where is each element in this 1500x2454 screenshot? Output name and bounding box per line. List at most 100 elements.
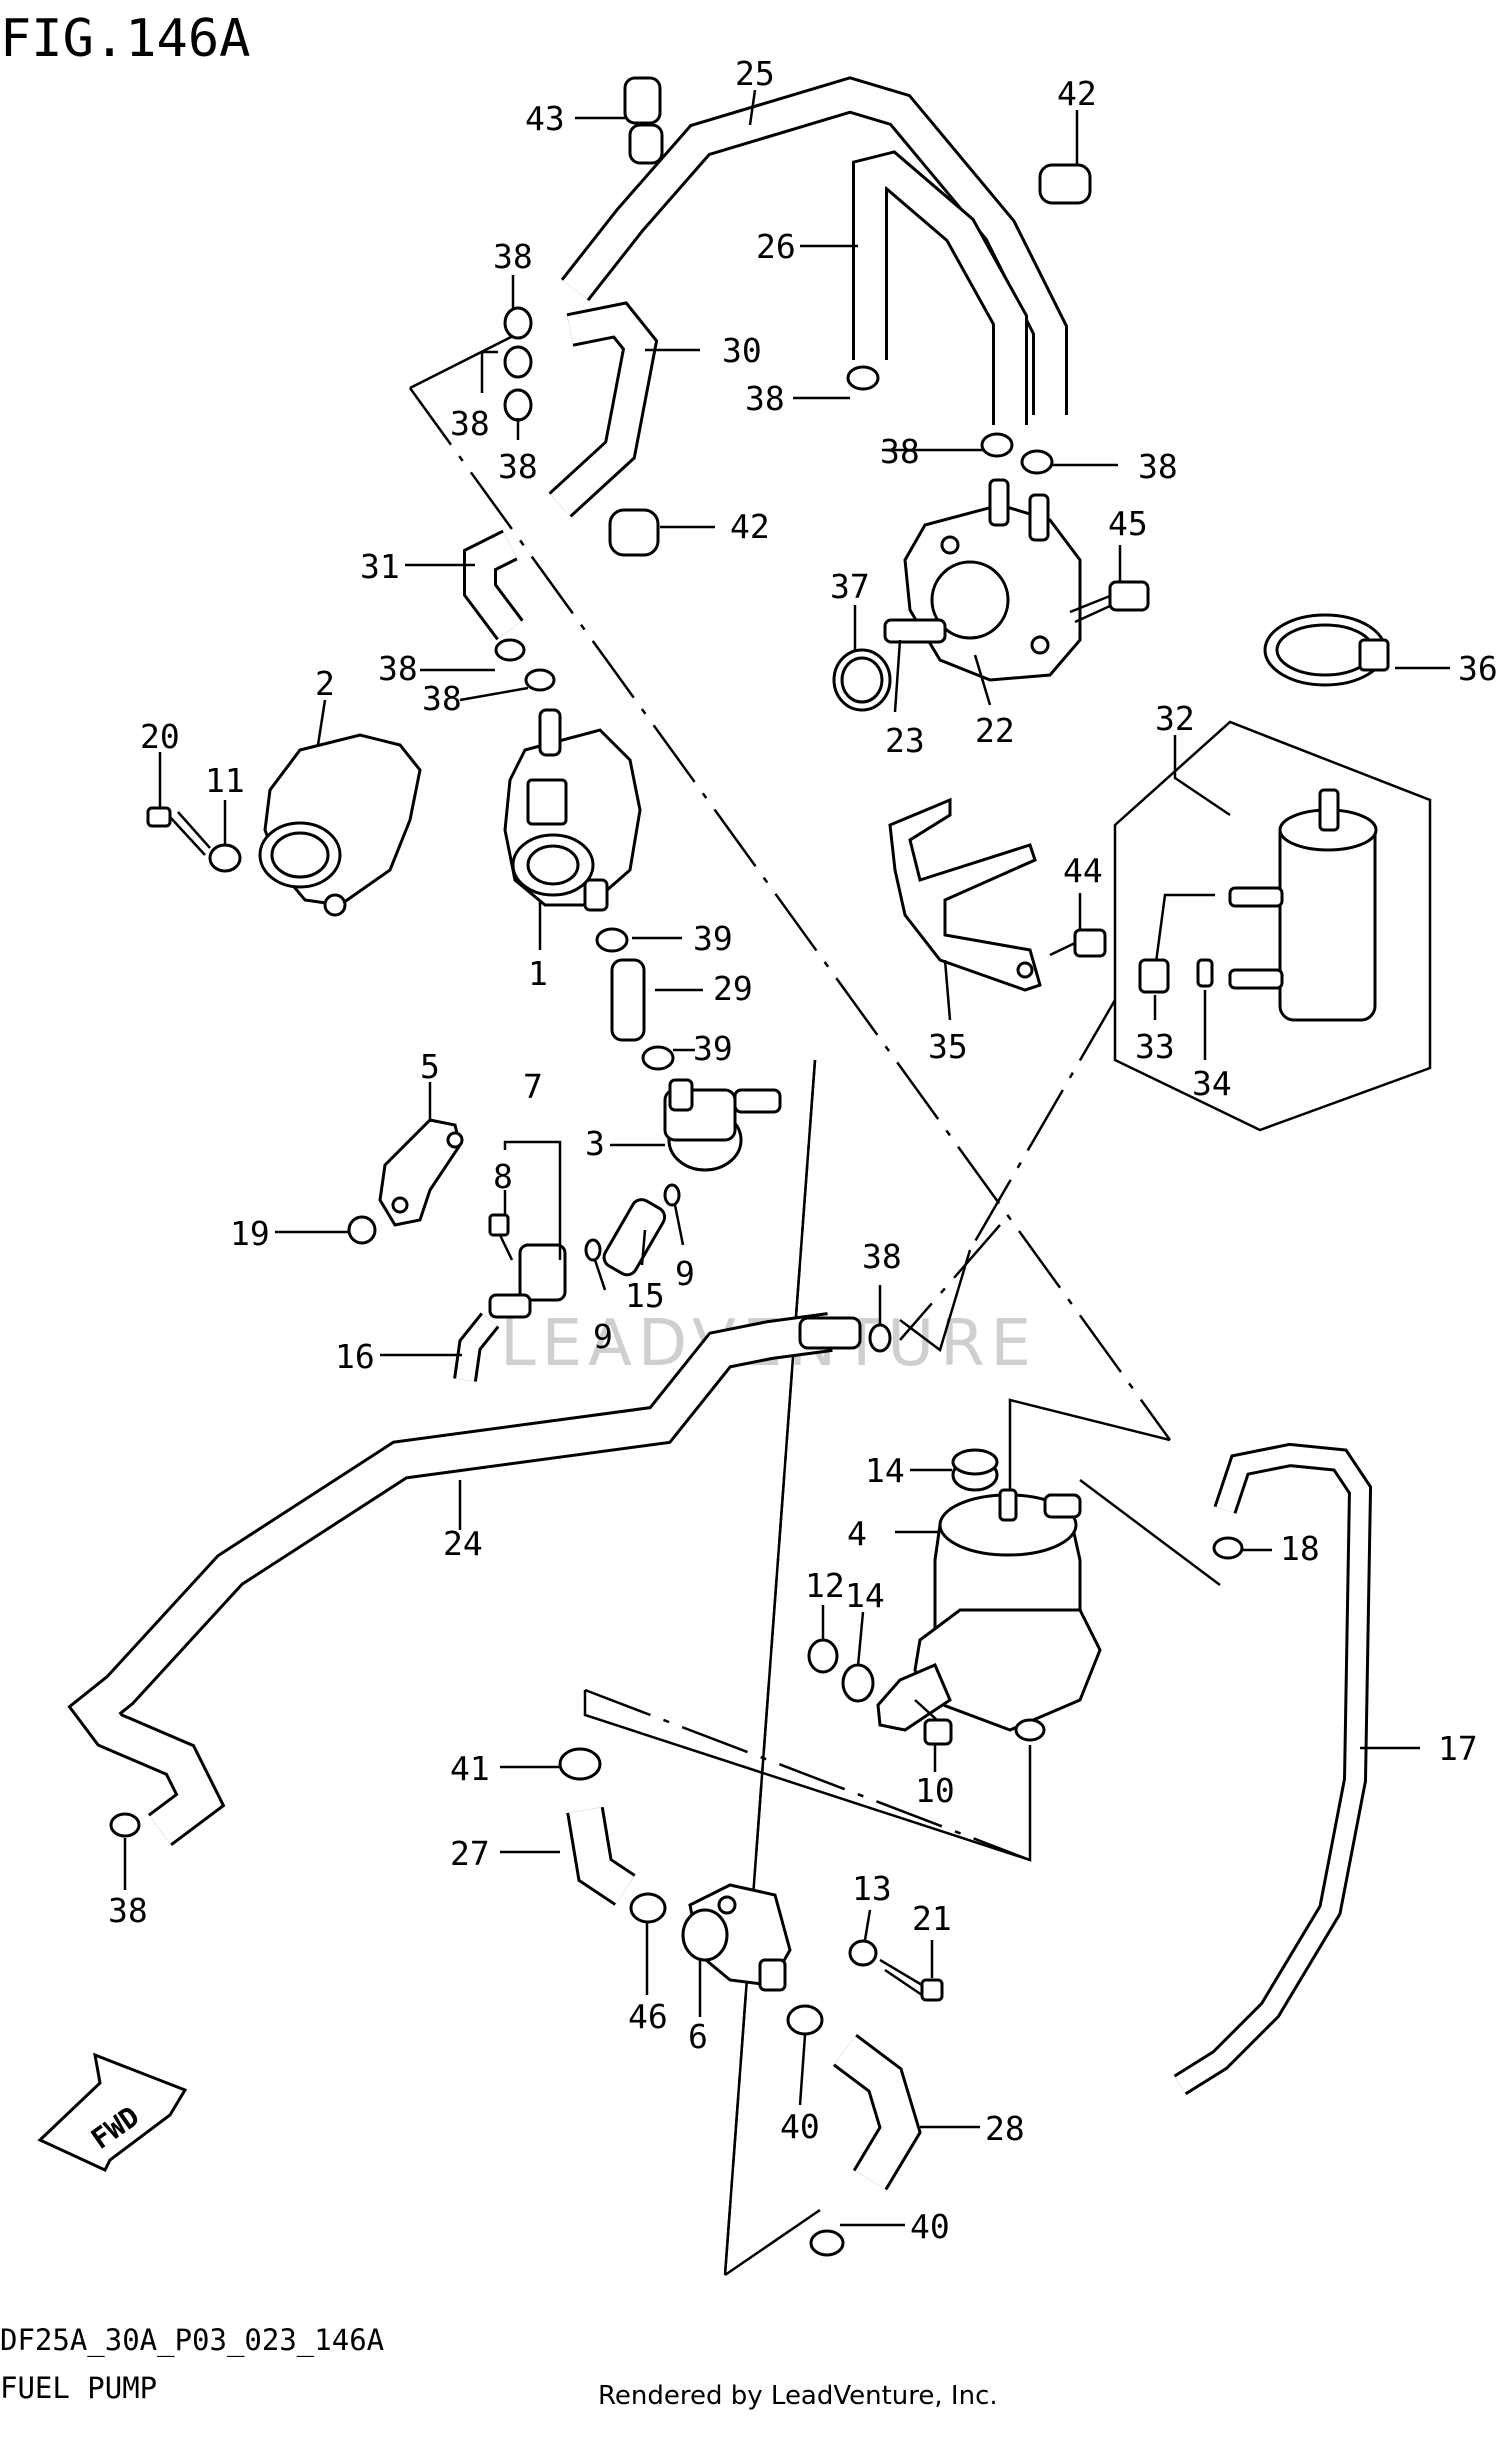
joint-7 (488, 1243, 567, 1319)
bolt-44 (1049, 928, 1107, 958)
bracket-5 (378, 1118, 464, 1227)
bolt-45 (1069, 580, 1150, 624)
thermostat-cover-2 (258, 733, 422, 917)
drawing-code: DF25A_30A_P03_023_146A (0, 2323, 384, 2358)
hose-28 (833, 2034, 922, 2191)
callout-3: 3 (585, 1124, 605, 1163)
bolt-21 (879, 1958, 944, 2002)
hose-17 (1173, 1442, 1373, 2096)
hose-clip-43 (623, 76, 664, 165)
fuel-filter-32 (1153, 788, 1378, 1022)
fwd-arrow: FWD (37, 2052, 188, 2172)
callout-35: 35 (928, 1027, 968, 1066)
screw-8 (488, 1213, 514, 1261)
callout-5: 5 (420, 1047, 440, 1086)
callout-10: 10 (915, 1771, 955, 1810)
callout-37: 37 (830, 567, 870, 606)
callout-19: 19 (230, 1214, 270, 1253)
callout-24: 24 (443, 1524, 483, 1563)
screw-19 (347, 1215, 377, 1245)
callout-17: 17 (1438, 1729, 1478, 1768)
callout-33: 33 (1135, 1027, 1175, 1066)
callout-18: 18 (1280, 1529, 1320, 1568)
check-valve-3 (663, 1078, 782, 1172)
callout-38: 38 (745, 379, 785, 418)
callout-9: 9 (675, 1254, 695, 1293)
callout-31: 31 (360, 547, 400, 586)
callout-labels: 25 43 42 26 38 30 38 38 38 38 38 42 31 4… (108, 54, 1498, 2246)
hose-24 (67, 1312, 833, 1846)
callout-21: 21 (912, 1899, 952, 1938)
callout-44: 44 (1063, 851, 1103, 890)
bolt-20 (146, 806, 211, 856)
rendered-by: Rendered by LeadVenture, Inc. (598, 2381, 998, 2411)
callout-4: 4 (847, 1514, 867, 1553)
callout-40: 40 (910, 2207, 950, 2246)
callout-6: 6 (688, 2017, 708, 2056)
hose-25 (560, 76, 1068, 415)
fuel-pump-22 (883, 478, 1082, 682)
callout-38: 38 (450, 404, 490, 443)
callout-14: 14 (865, 1451, 905, 1490)
bracket-35 (888, 797, 1042, 992)
callout-30: 30 (722, 331, 762, 370)
o-ring-37 (832, 648, 892, 712)
callout-41: 41 (450, 1749, 490, 1788)
callout-42: 42 (1057, 74, 1097, 113)
callout-38: 38 (378, 649, 418, 688)
hose-26 (852, 150, 1028, 425)
callout-14: 14 (845, 1576, 885, 1615)
hose-29 (610, 958, 646, 1042)
vapor-separator-1 (503, 708, 642, 912)
collar-12 (807, 1638, 839, 1674)
callout-9: 9 (593, 1317, 613, 1356)
hose-31 (463, 529, 524, 641)
callout-12: 12 (805, 1566, 845, 1605)
collar-11 (208, 843, 242, 873)
callout-40: 40 (780, 2107, 820, 2146)
pipe-15 (602, 1198, 667, 1277)
callout-8: 8 (493, 1157, 513, 1196)
callout-38: 38 (862, 1237, 902, 1276)
callout-29: 29 (713, 969, 753, 1008)
callout-45: 45 (1108, 504, 1148, 543)
valve-6 (681, 1883, 792, 1992)
callout-42: 42 (730, 507, 770, 546)
callout-38: 38 (108, 1891, 148, 1930)
figure-caption: FUEL PUMP (0, 2371, 157, 2405)
callout-7: 7 (523, 1067, 543, 1106)
callout-38: 38 (498, 447, 538, 486)
callout-34: 34 (1192, 1064, 1232, 1103)
callout-22: 22 (975, 711, 1015, 750)
callout-1: 1 (528, 954, 548, 993)
callout-38: 38 (880, 432, 920, 471)
bolt-10 (914, 1699, 953, 1746)
assembly-boundary-lines (408, 328, 1221, 2277)
callout-15: 15 (625, 1276, 665, 1315)
callout-25: 25 (735, 54, 775, 93)
callout-46: 46 (628, 1997, 668, 2036)
clip-34 (1196, 958, 1214, 988)
clamp-band-36 (1263, 613, 1390, 687)
hose-27 (566, 1806, 636, 1906)
callout-39: 39 (693, 919, 733, 958)
hose-30 (548, 301, 659, 518)
hose-clip-42b (608, 508, 660, 557)
hose-33 (1138, 958, 1170, 994)
hose-16 (453, 1312, 500, 1382)
o-ring-9a (663, 1183, 681, 1207)
callout-38: 38 (422, 679, 462, 718)
collar-13 (848, 1939, 878, 1967)
callout-11: 11 (205, 761, 245, 800)
callout-38: 38 (1138, 447, 1178, 486)
callout-43: 43 (525, 99, 565, 138)
callout-36: 36 (1458, 649, 1498, 688)
callout-32: 32 (1155, 699, 1195, 738)
electric-fuel-pump-4 (876, 1488, 1102, 1742)
callout-39: 39 (693, 1029, 733, 1068)
leader-lines (123, 89, 1450, 2227)
fuel-filter-box (899, 720, 1432, 1353)
callout-20: 20 (140, 717, 180, 756)
